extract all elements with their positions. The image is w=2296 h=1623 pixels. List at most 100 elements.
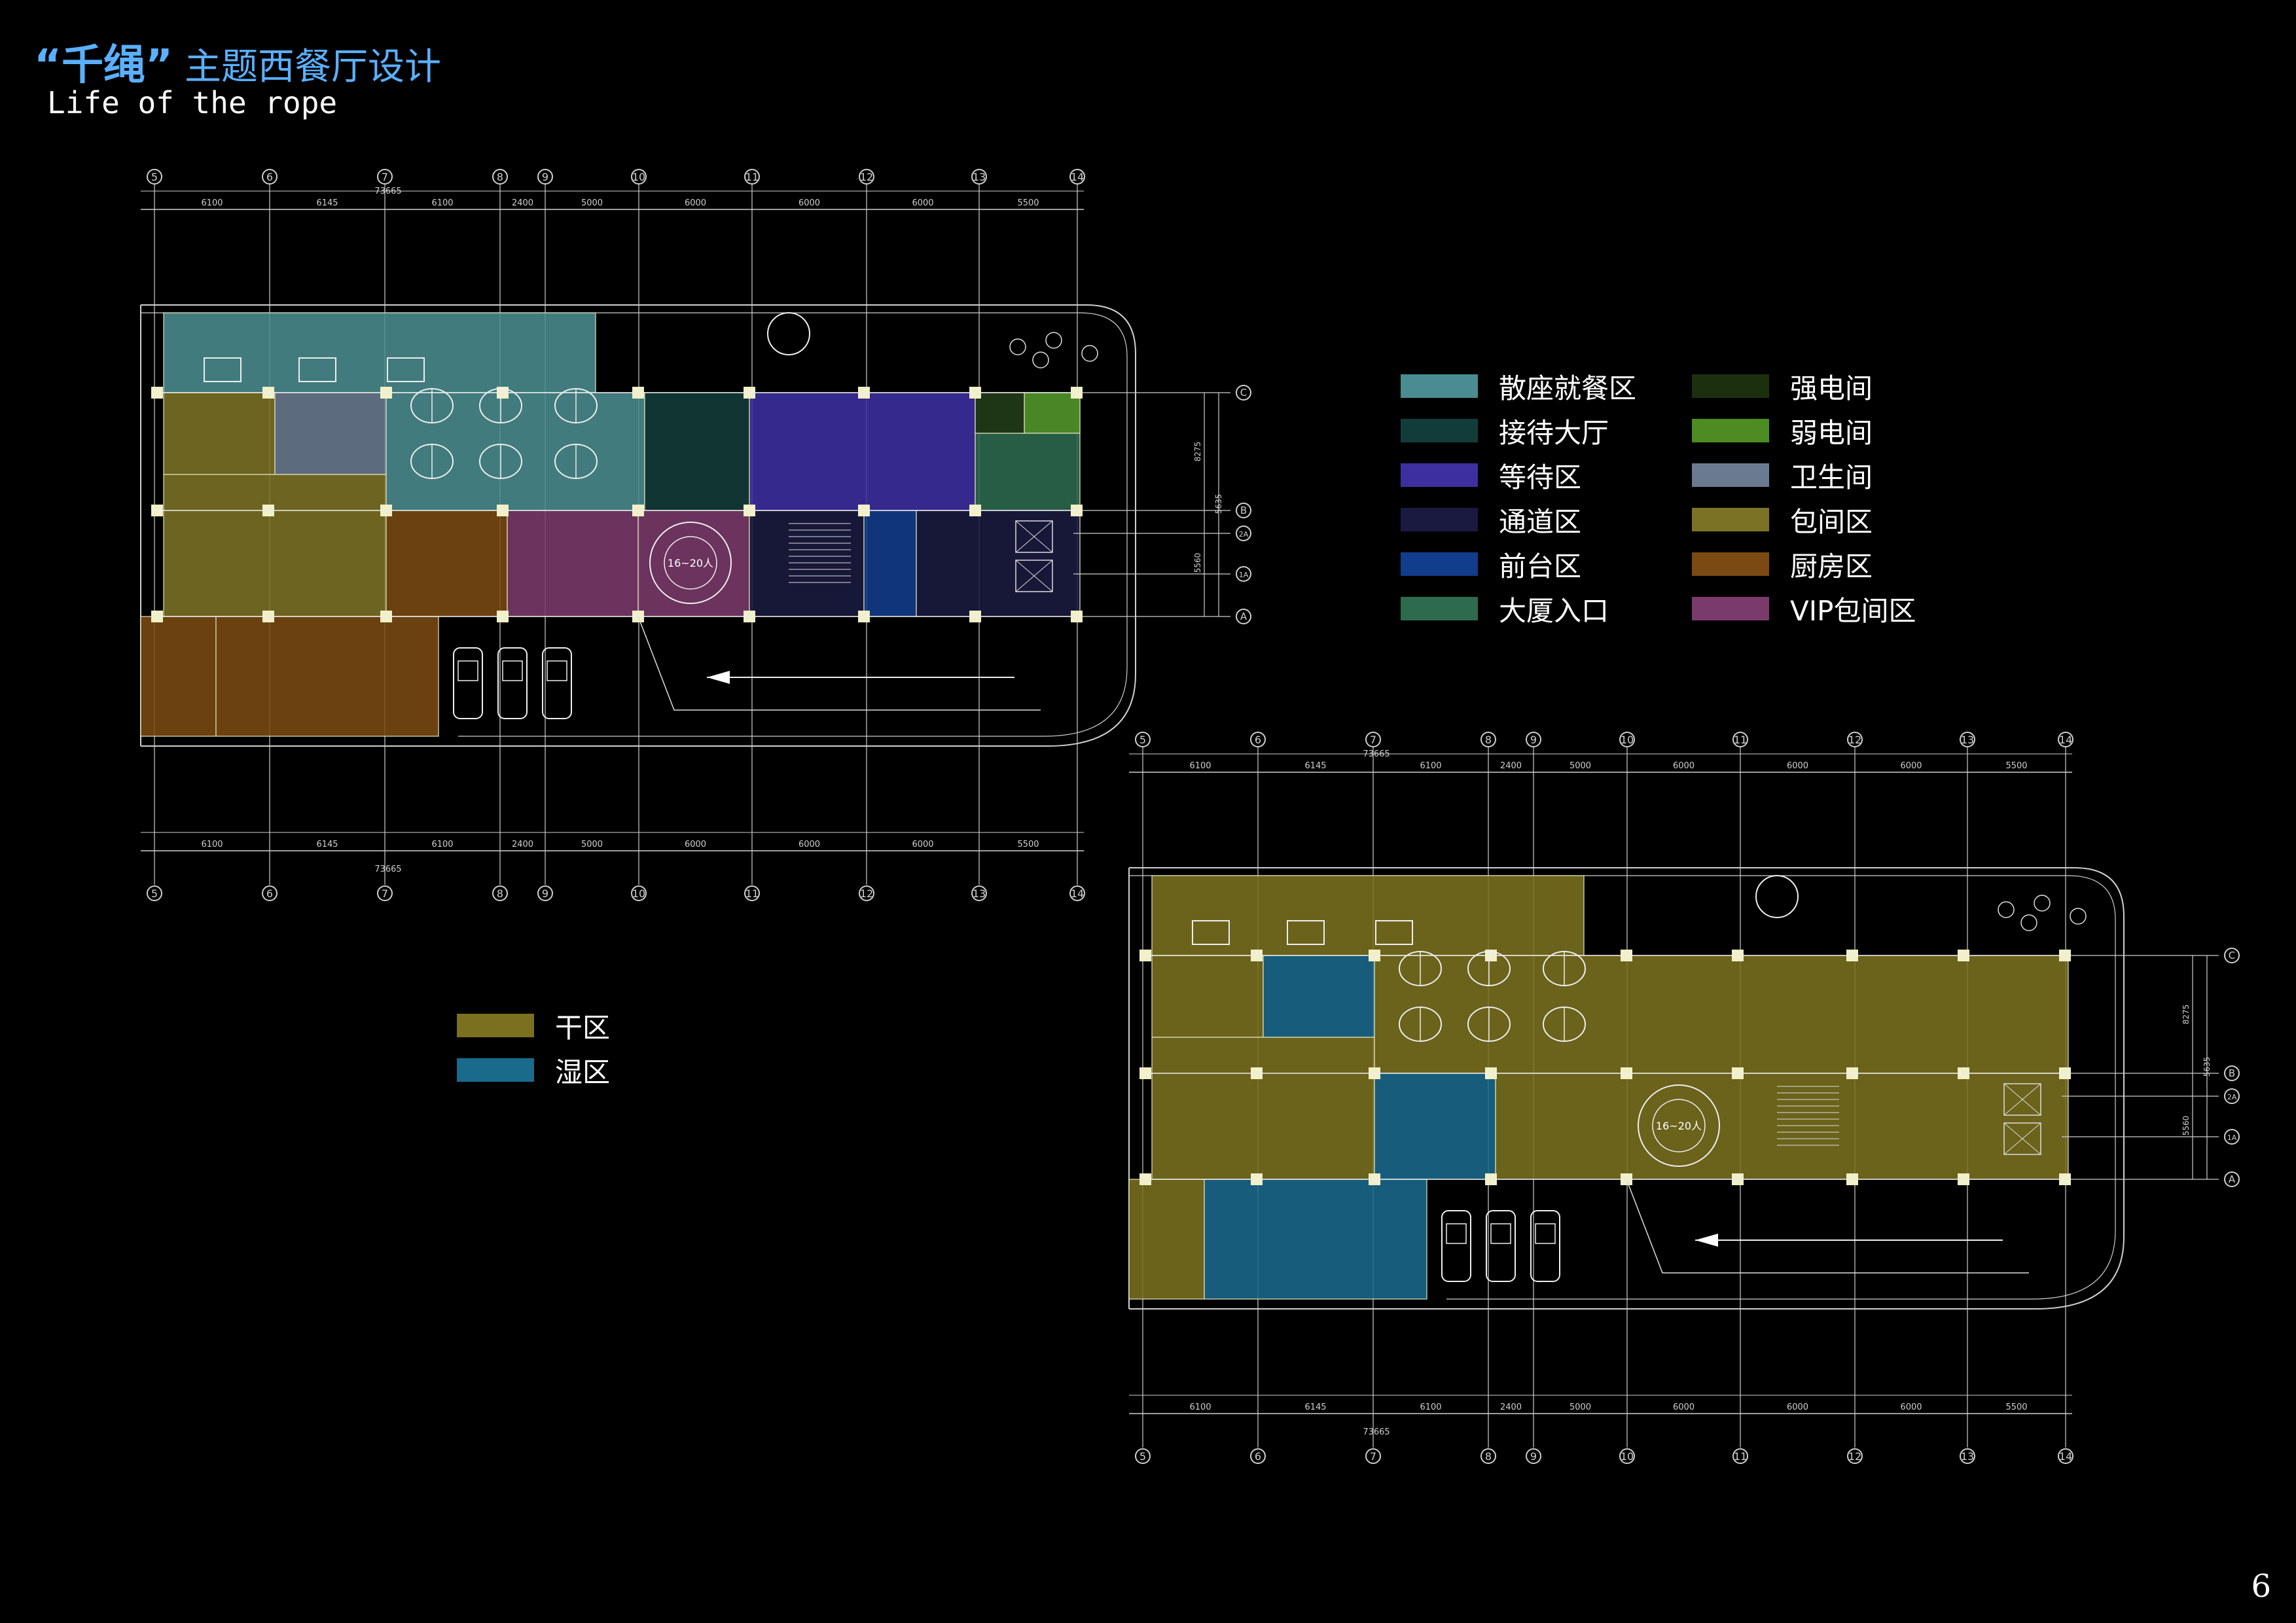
car	[1441, 1210, 1471, 1282]
axis-label: 9	[1530, 734, 1537, 746]
page-subtitle: Life of the rope	[47, 85, 338, 120]
axis-label: 12	[1848, 1450, 1861, 1463]
axis-label: 11	[745, 887, 759, 900]
zone-region	[140, 616, 217, 737]
zone-region	[386, 392, 645, 511]
axis-bubble	[1250, 732, 1266, 747]
elevator	[2003, 1083, 2041, 1116]
axis-bubble	[537, 885, 553, 901]
plant	[1998, 901, 2015, 918]
axis-bubble	[1732, 732, 1748, 747]
legend-item: 弱电间	[1692, 414, 1873, 449]
axis-label: 7	[1370, 1450, 1376, 1463]
plant	[1032, 351, 1049, 368]
dimension-text: 5000	[1570, 1402, 1591, 1412]
row-dimension-text: 5560	[1193, 553, 1202, 573]
zone-region	[1151, 955, 1264, 1038]
dimension-text: 6100	[431, 198, 453, 208]
zone-region	[1263, 955, 1375, 1038]
zone-region	[1128, 1179, 1205, 1300]
axis-label: 8	[1485, 1450, 1492, 1463]
axis-label: 8	[1485, 734, 1492, 746]
table	[1287, 920, 1325, 945]
axis-label: 10	[1621, 1450, 1634, 1463]
legend-label: VIP包间区	[1790, 594, 1916, 627]
axis-bubble	[1480, 732, 1496, 747]
dimension-text: 6100	[1189, 1402, 1211, 1412]
dimension-text: 6145	[316, 840, 338, 849]
zone-region	[163, 392, 276, 475]
row-axis-label: 1A	[1239, 571, 1249, 579]
zone-region	[1151, 875, 1585, 956]
axis-label: 9	[542, 887, 548, 900]
ramp-arrow-head	[1695, 1234, 1718, 1247]
round-table-label: 16~20人	[1656, 1120, 1702, 1132]
axis-bubble	[492, 885, 508, 901]
axis-bubble	[1847, 732, 1863, 747]
elevator	[1015, 520, 1053, 553]
elevator	[1015, 560, 1053, 592]
legend-item: 等待区	[1401, 459, 1581, 493]
legend-label: 接待大厅	[1499, 416, 1609, 449]
legend-swatch	[1401, 374, 1478, 398]
axis-bubble	[1069, 885, 1085, 901]
axis-bubble	[262, 169, 278, 185]
landscape-feature	[1755, 875, 1799, 918]
axis-bubble	[1135, 732, 1151, 747]
elevator	[2003, 1122, 2041, 1155]
row-axis-bubble	[2224, 1065, 2240, 1081]
axis-label: 14	[1071, 171, 1084, 183]
zone-region	[749, 510, 865, 617]
dimension-text: 6100	[1420, 1402, 1441, 1412]
axis-label: 10	[632, 171, 645, 183]
row-dimension-text: 5560	[2181, 1116, 2191, 1136]
dimension-text: 6100	[1189, 761, 1211, 771]
legend-item: 散座就餐区	[1401, 370, 1636, 404]
legend-swatch	[1692, 419, 1769, 442]
legend-swatch	[1401, 552, 1478, 576]
axis-label: 12	[860, 887, 873, 900]
axis-bubble	[1960, 732, 1975, 747]
legend-label: 厨房区	[1790, 550, 1873, 582]
car-window	[502, 660, 523, 681]
dimension-text: 2400	[512, 198, 533, 208]
row-dimension-text: 8275	[1193, 442, 1202, 462]
axis-bubble	[147, 885, 162, 901]
row-axis-label: 2A	[2227, 1093, 2237, 1101]
zone-region	[1495, 1073, 2069, 1180]
dimension-text: 6100	[201, 840, 223, 849]
dimension-text: 5000	[581, 198, 603, 208]
legend-label: 大厦入口	[1499, 594, 1609, 627]
car-window	[1490, 1223, 1511, 1244]
round-table	[649, 522, 732, 604]
dimension-text: 6100	[1420, 761, 1441, 771]
plant	[2034, 895, 2051, 912]
axis-label: 8	[497, 887, 503, 900]
zone-region	[749, 392, 976, 511]
total-dimension-text: 73665	[1363, 1427, 1390, 1437]
round-table-inner	[1652, 1099, 1706, 1152]
axis-label: 5	[1139, 1450, 1146, 1463]
legend-item: 干区	[457, 1009, 610, 1044]
table	[1192, 920, 1230, 945]
axis-label: 6	[266, 171, 273, 183]
legend-label: 弱电间	[1790, 416, 1873, 449]
car	[1530, 1210, 1560, 1282]
plant	[1009, 338, 1026, 355]
axis-label: 5	[151, 171, 158, 183]
car-window	[1446, 1223, 1467, 1244]
dimension-text: 6145	[316, 198, 338, 208]
axis-bubble	[2058, 1448, 2073, 1464]
car-window	[547, 660, 567, 681]
axis-bubble	[1365, 1448, 1381, 1464]
building-outline	[141, 304, 1136, 747]
row-axis-bubble	[1236, 526, 1251, 541]
row-axis-bubble	[2224, 948, 2240, 963]
row-axis-label: A	[1240, 611, 1247, 622]
dimension-text: 6000	[1900, 761, 1922, 771]
zone-region	[916, 510, 1081, 617]
round-table-label: 16~20人	[668, 557, 713, 569]
dimension-text: 5500	[1017, 840, 1039, 849]
axis-bubble	[537, 169, 553, 185]
axis-label: 11	[1734, 1450, 1747, 1463]
